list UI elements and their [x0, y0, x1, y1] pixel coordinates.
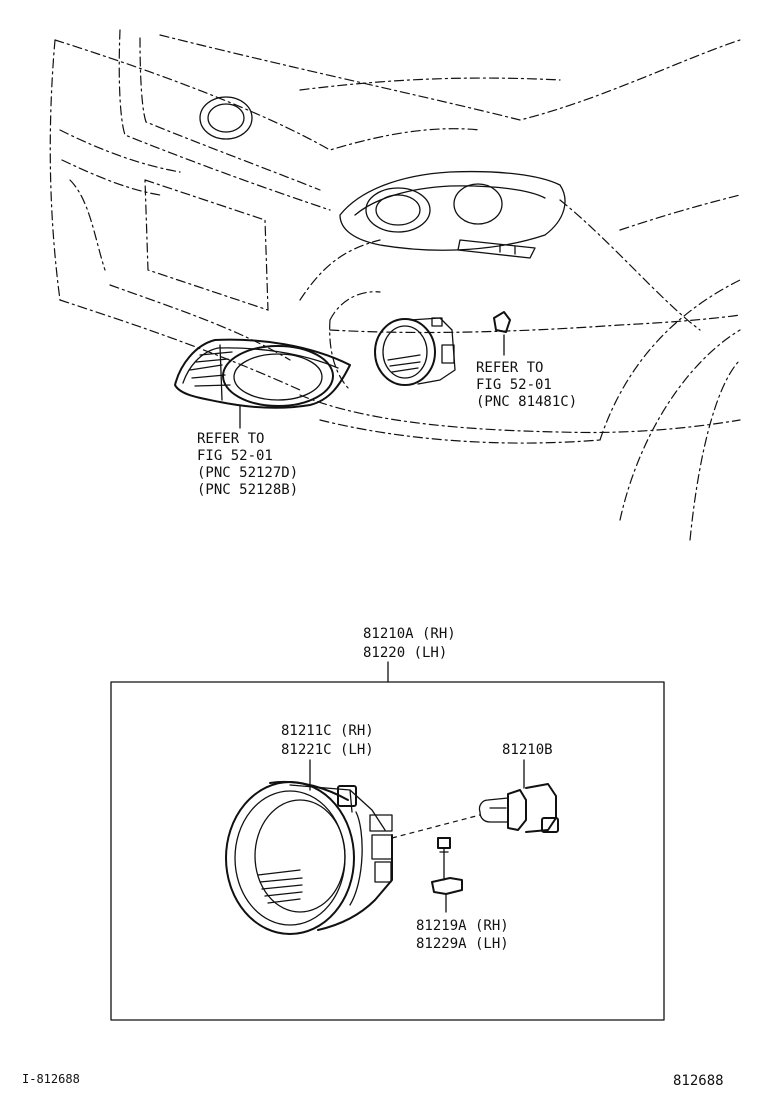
retainer-ref-line2: FIG 52-01: [476, 377, 552, 393]
assembly-callout: 81210A (RH) 81220 (LH): [363, 626, 456, 683]
fog-lamp-bezel-illustration: [174, 338, 351, 429]
fog-lamp-unit-illustration: [225, 759, 393, 935]
grille-ref-line1: REFER TO: [197, 431, 264, 447]
illustration-code-left: I-812688: [22, 1072, 80, 1086]
retainer-ref-pnc: (PNC 81481C): [476, 394, 577, 410]
grille-ref-line2: FIG 52-01: [197, 448, 273, 464]
retainer-clip-illustration: [493, 311, 511, 356]
bulb-part-number: 81210B: [502, 742, 553, 758]
retainer-ref-line1: REFER TO: [476, 360, 543, 376]
socket-illustration: [431, 837, 463, 913]
assembly-part-number-rh: 81210A (RH): [363, 626, 456, 642]
grille-reference-label: REFER TO FIG 52-01 (PNC 52127D) (PNC 521…: [197, 431, 298, 498]
grille-ref-pnc-2: (PNC 52128B): [197, 482, 298, 498]
socket-part-lh: 81229A (LH): [416, 936, 509, 952]
assembly-part-number-lh: 81220 (LH): [363, 645, 447, 661]
vehicle-front-illustration: [49, 29, 741, 541]
bulb-callout: 81210B: [502, 742, 553, 758]
retainer-reference-label: REFER TO FIG 52-01 (PNC 81481C): [476, 360, 577, 410]
fog-lamp-vehicle-view: [374, 317, 456, 386]
lens-housing-part-lh: 81221C (LH): [281, 742, 374, 758]
assembly-frame: [110, 681, 665, 1021]
socket-part-rh: 81219A (RH): [416, 918, 509, 934]
socket-callout: 81219A (RH) 81229A (LH): [416, 918, 509, 952]
lens-housing-callout: 81211C (RH) 81221C (LH): [281, 723, 374, 758]
bulb-illustration: [391, 759, 559, 839]
illustration-code-right: 812688: [673, 1073, 724, 1089]
lens-housing-part-rh: 81211C (RH): [281, 723, 374, 739]
grille-ref-pnc-1: (PNC 52127D): [197, 465, 298, 481]
